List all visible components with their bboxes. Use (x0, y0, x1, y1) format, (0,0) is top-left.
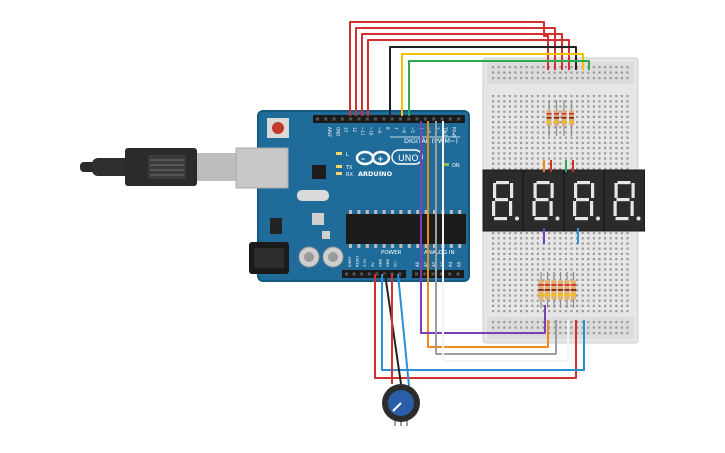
wire-blue (397, 273, 410, 387)
digital-pin-label: RX◂0 (452, 127, 457, 138)
seven-segment-digit[interactable] (523, 169, 564, 232)
wire-red (374, 274, 577, 379)
wire-blue (381, 274, 585, 371)
usb-plug-metal (197, 153, 237, 181)
power-pin-label: GND (386, 259, 390, 267)
wire-gray (435, 121, 557, 355)
power-pin-label: 3.3V (363, 258, 367, 267)
atmega-chip (346, 214, 466, 244)
power-pin-label: Vin (394, 261, 398, 267)
svg-text:+: + (377, 155, 384, 164)
reset-button[interactable] (272, 122, 284, 134)
digital-pin-label: 2 (435, 127, 440, 130)
crystal-oscillator (297, 190, 329, 201)
seven-segment-digit[interactable] (482, 169, 524, 232)
usb-cable-boot (92, 158, 132, 176)
digital-pin-label: 8 (385, 127, 390, 130)
potentiometer[interactable] (382, 384, 420, 426)
power-pin-label: GND (378, 259, 382, 267)
wire-red (355, 27, 556, 116)
power-pin-label: IOREF (348, 256, 352, 267)
digital-pin-label: ~5 (410, 127, 415, 133)
analog-label: ANALOG IN (424, 250, 455, 256)
usb-b-port[interactable] (235, 147, 289, 189)
digital-pin-label: 13 (344, 127, 349, 133)
usb-chip (312, 165, 326, 179)
digital-pin-label: ~6 (402, 127, 407, 133)
l-led-label: L (346, 152, 349, 158)
seven-segment-digit[interactable] (563, 169, 605, 232)
seven-segment-digit[interactable] (604, 169, 645, 232)
digital-pin-label: ~10 (369, 127, 374, 136)
svg-text:–: – (361, 154, 365, 163)
digital-label: DIGITAL (PWM~) (404, 137, 458, 145)
small-component (322, 231, 330, 239)
voltage-regulator (270, 218, 282, 234)
usb-cable[interactable] (80, 148, 237, 186)
rx-led (336, 172, 342, 175)
digital-pin-label: ~9 (377, 127, 382, 133)
digital-pin-label: GND (335, 127, 340, 136)
analog-pin-label: A1 (423, 261, 428, 267)
analog-pin-label: A0 (415, 261, 420, 267)
knob-indicator (392, 402, 402, 412)
wire-green (408, 60, 590, 116)
digital-header (313, 115, 465, 123)
wire-orange (427, 121, 549, 348)
power-label: POWER (381, 250, 402, 256)
analog-header (412, 270, 464, 278)
seven-segment-display-group[interactable] (482, 169, 645, 232)
brand-label: ARDUINO (358, 170, 393, 178)
tx-led-label: TX (345, 165, 353, 171)
arduino-logo: – + (355, 150, 391, 166)
analog-pin-label: A5 (457, 261, 462, 267)
wire-purple (420, 121, 546, 334)
power-pin-label: 5V (371, 262, 375, 267)
tx-led (336, 165, 342, 168)
digital-pin-label: 12 (352, 127, 357, 133)
power-pin-label: RESET (356, 255, 360, 267)
rx-led-label: RX (346, 172, 353, 178)
on-led (443, 163, 449, 166)
jumper-wires (349, 21, 590, 387)
digital-pin-label: 7 (393, 127, 398, 130)
l-led (336, 152, 342, 155)
digital-pin-label: AREF (327, 127, 332, 138)
digital-pin-label: TX▸1 (443, 126, 448, 137)
resistor-bank-bottom[interactable] (538, 272, 577, 308)
wire-black (389, 46, 577, 116)
digital-pin-label: ~3 (427, 127, 432, 133)
wire-red (361, 33, 563, 116)
model-label: UNO (398, 154, 418, 164)
analog-pin-label: A4 (448, 261, 453, 267)
resistor-bank-top[interactable] (546, 100, 575, 136)
analog-pin-label: A2 (432, 261, 437, 267)
on-led-label: ON (452, 163, 460, 169)
small-component (312, 213, 324, 225)
wire-white (442, 121, 569, 362)
digital-pin-label: ~11 (360, 127, 365, 136)
